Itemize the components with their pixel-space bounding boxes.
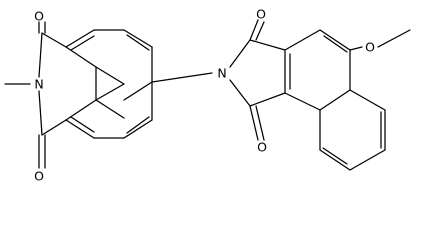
bond-45: [284, 92, 321, 111]
atom-label-n-imide-left: N: [34, 77, 43, 92]
atom-label-o-bottom-left: O: [34, 169, 44, 184]
atom-label-n-imide-right: N: [217, 66, 226, 81]
bond-35: [255, 105, 265, 141]
bond-24: [70, 116, 95, 133]
bond-40: [284, 29, 321, 51]
atom-label-o-bottom-right: O: [257, 140, 267, 155]
bond-11: [65, 29, 95, 48]
bond-6: [41, 119, 67, 136]
atom-label-o-methoxy: O: [365, 40, 375, 55]
bond-33: [255, 21, 265, 41]
bond-34: [249, 105, 259, 141]
bond-4: [38, 32, 43, 78]
bond-49: [349, 149, 386, 171]
bond-46: [349, 89, 386, 111]
bond-22: [95, 99, 125, 119]
bond-41: [319, 29, 351, 51]
bond-50: [319, 149, 351, 171]
bond-20: [95, 83, 125, 101]
bond-26: [123, 119, 153, 139]
bond-17: [123, 81, 153, 101]
bond-27: [126, 116, 150, 134]
bond-29: [151, 72, 213, 83]
bond-15: [126, 34, 150, 51]
bond-37: [249, 92, 286, 107]
bond-group: [4, 19, 411, 171]
bond-31: [229, 79, 251, 107]
atom-label-group: O N O N O O O: [34, 7, 375, 184]
atom-label-o-top-left: O: [34, 9, 44, 24]
bond-53: [349, 46, 363, 51]
bond-54: [377, 29, 411, 48]
bond-14: [123, 29, 153, 48]
bond-32: [249, 19, 259, 41]
bond-3: [41, 32, 67, 48]
bond-51: [322, 147, 348, 165]
atom-label-o-top-right: O: [256, 7, 266, 22]
bond-44: [319, 89, 351, 111]
bond-18: [95, 66, 125, 85]
bond-5: [38, 90, 43, 136]
bond-30: [229, 39, 251, 68]
bond-42: [323, 35, 348, 53]
bond-36: [249, 39, 286, 51]
bond-23: [65, 119, 95, 139]
bond-12: [70, 35, 95, 51]
molecule-structure: O N O N O O O: [4, 7, 411, 184]
